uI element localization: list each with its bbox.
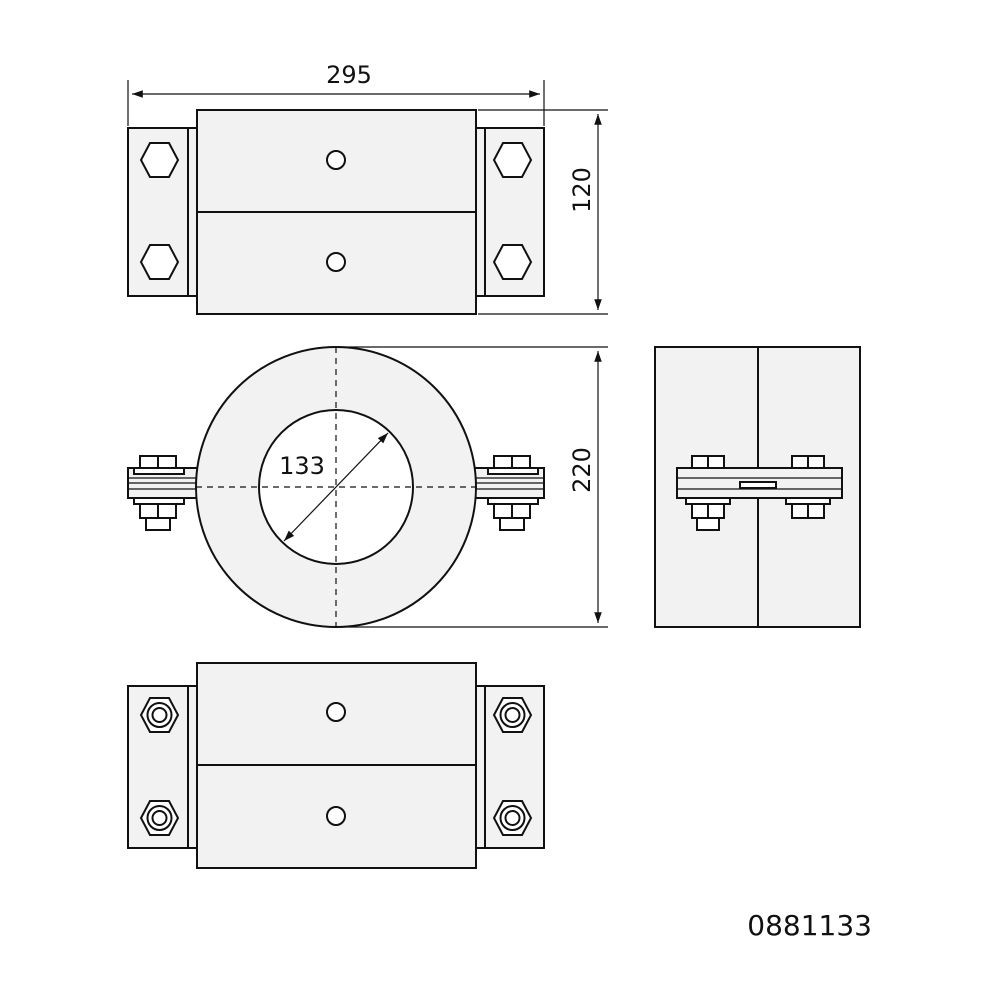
front-view: 133 (127, 346, 545, 628)
side-slot (739, 481, 777, 489)
diameter-arrow (283, 432, 389, 542)
top-center-hole-lower (326, 252, 346, 272)
nut-icon (707, 503, 725, 519)
dimension-height-front: 220 (338, 346, 608, 628)
nut-icon (139, 455, 159, 469)
nut-icon (807, 503, 825, 519)
hex-nut-icon (139, 697, 180, 733)
dimension-height-front-label: 220 (568, 447, 596, 493)
top-center-hole-upper (326, 150, 346, 170)
nut-icon (157, 455, 177, 469)
right-clamp-flange (475, 127, 486, 297)
right-clamp-flange-bottom (475, 685, 486, 849)
dimension-width-label: 295 (326, 61, 372, 89)
hex-bolt-icon (492, 142, 533, 178)
side-view (654, 346, 861, 628)
left-clamp-flange-bottom (187, 685, 198, 849)
hex-bolt-icon (139, 142, 180, 178)
nut-icon (691, 455, 709, 469)
dimension-height-top-label: 120 (568, 167, 596, 213)
part-number: 0881133 (747, 909, 872, 942)
washer-icon (133, 467, 185, 475)
dimension-height-top: 120 (478, 109, 608, 315)
washer-icon (487, 467, 539, 475)
top-view (127, 109, 545, 315)
bottom-center-hole-lower (326, 806, 346, 826)
dimension-width: 295 (127, 61, 545, 126)
nut-icon (691, 503, 709, 519)
hex-nut-icon (139, 800, 180, 836)
inner-diameter-label: 133 (279, 452, 325, 480)
hex-nut-icon (492, 800, 533, 836)
nut-icon (139, 503, 159, 519)
nut-icon (707, 455, 725, 469)
bolt-head-icon (499, 517, 525, 531)
nut-icon (511, 503, 531, 519)
bolt-head-icon (145, 517, 171, 531)
hex-nut-icon (492, 697, 533, 733)
nut-icon (807, 455, 825, 469)
nut-icon (493, 455, 513, 469)
nut-icon (493, 503, 513, 519)
nut-icon (511, 455, 531, 469)
nut-icon (791, 503, 809, 519)
bottom-center-hole-upper (326, 702, 346, 722)
bottom-view (127, 662, 545, 869)
nut-icon (157, 503, 177, 519)
hex-bolt-icon (139, 244, 180, 280)
hex-bolt-icon (492, 244, 533, 280)
nut-icon (791, 455, 809, 469)
bolt-head-icon (696, 517, 720, 531)
left-clamp-flange (187, 127, 198, 297)
